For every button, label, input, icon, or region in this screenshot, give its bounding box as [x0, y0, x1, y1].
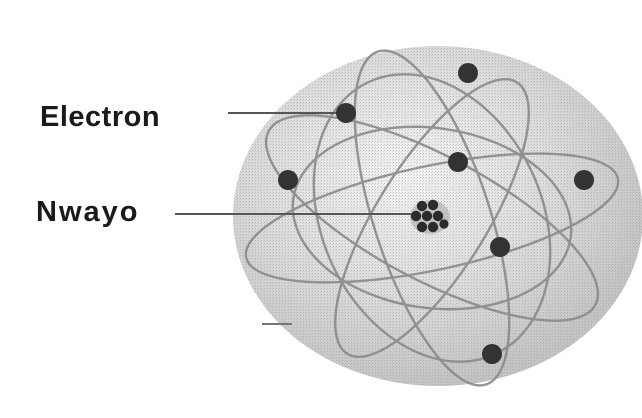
background-highlight	[105, 282, 275, 358]
electron-dot	[336, 103, 356, 123]
electron-dot	[482, 344, 502, 364]
electron-label: Electron	[40, 103, 160, 132]
electron-dot	[278, 170, 298, 190]
electron-dot	[458, 63, 478, 83]
nucleus-label: Nwayo	[36, 198, 139, 227]
nucleus-cluster	[410, 200, 450, 234]
electron-dot	[490, 237, 510, 257]
electron-dot	[574, 170, 594, 190]
electron-dot	[448, 152, 468, 172]
